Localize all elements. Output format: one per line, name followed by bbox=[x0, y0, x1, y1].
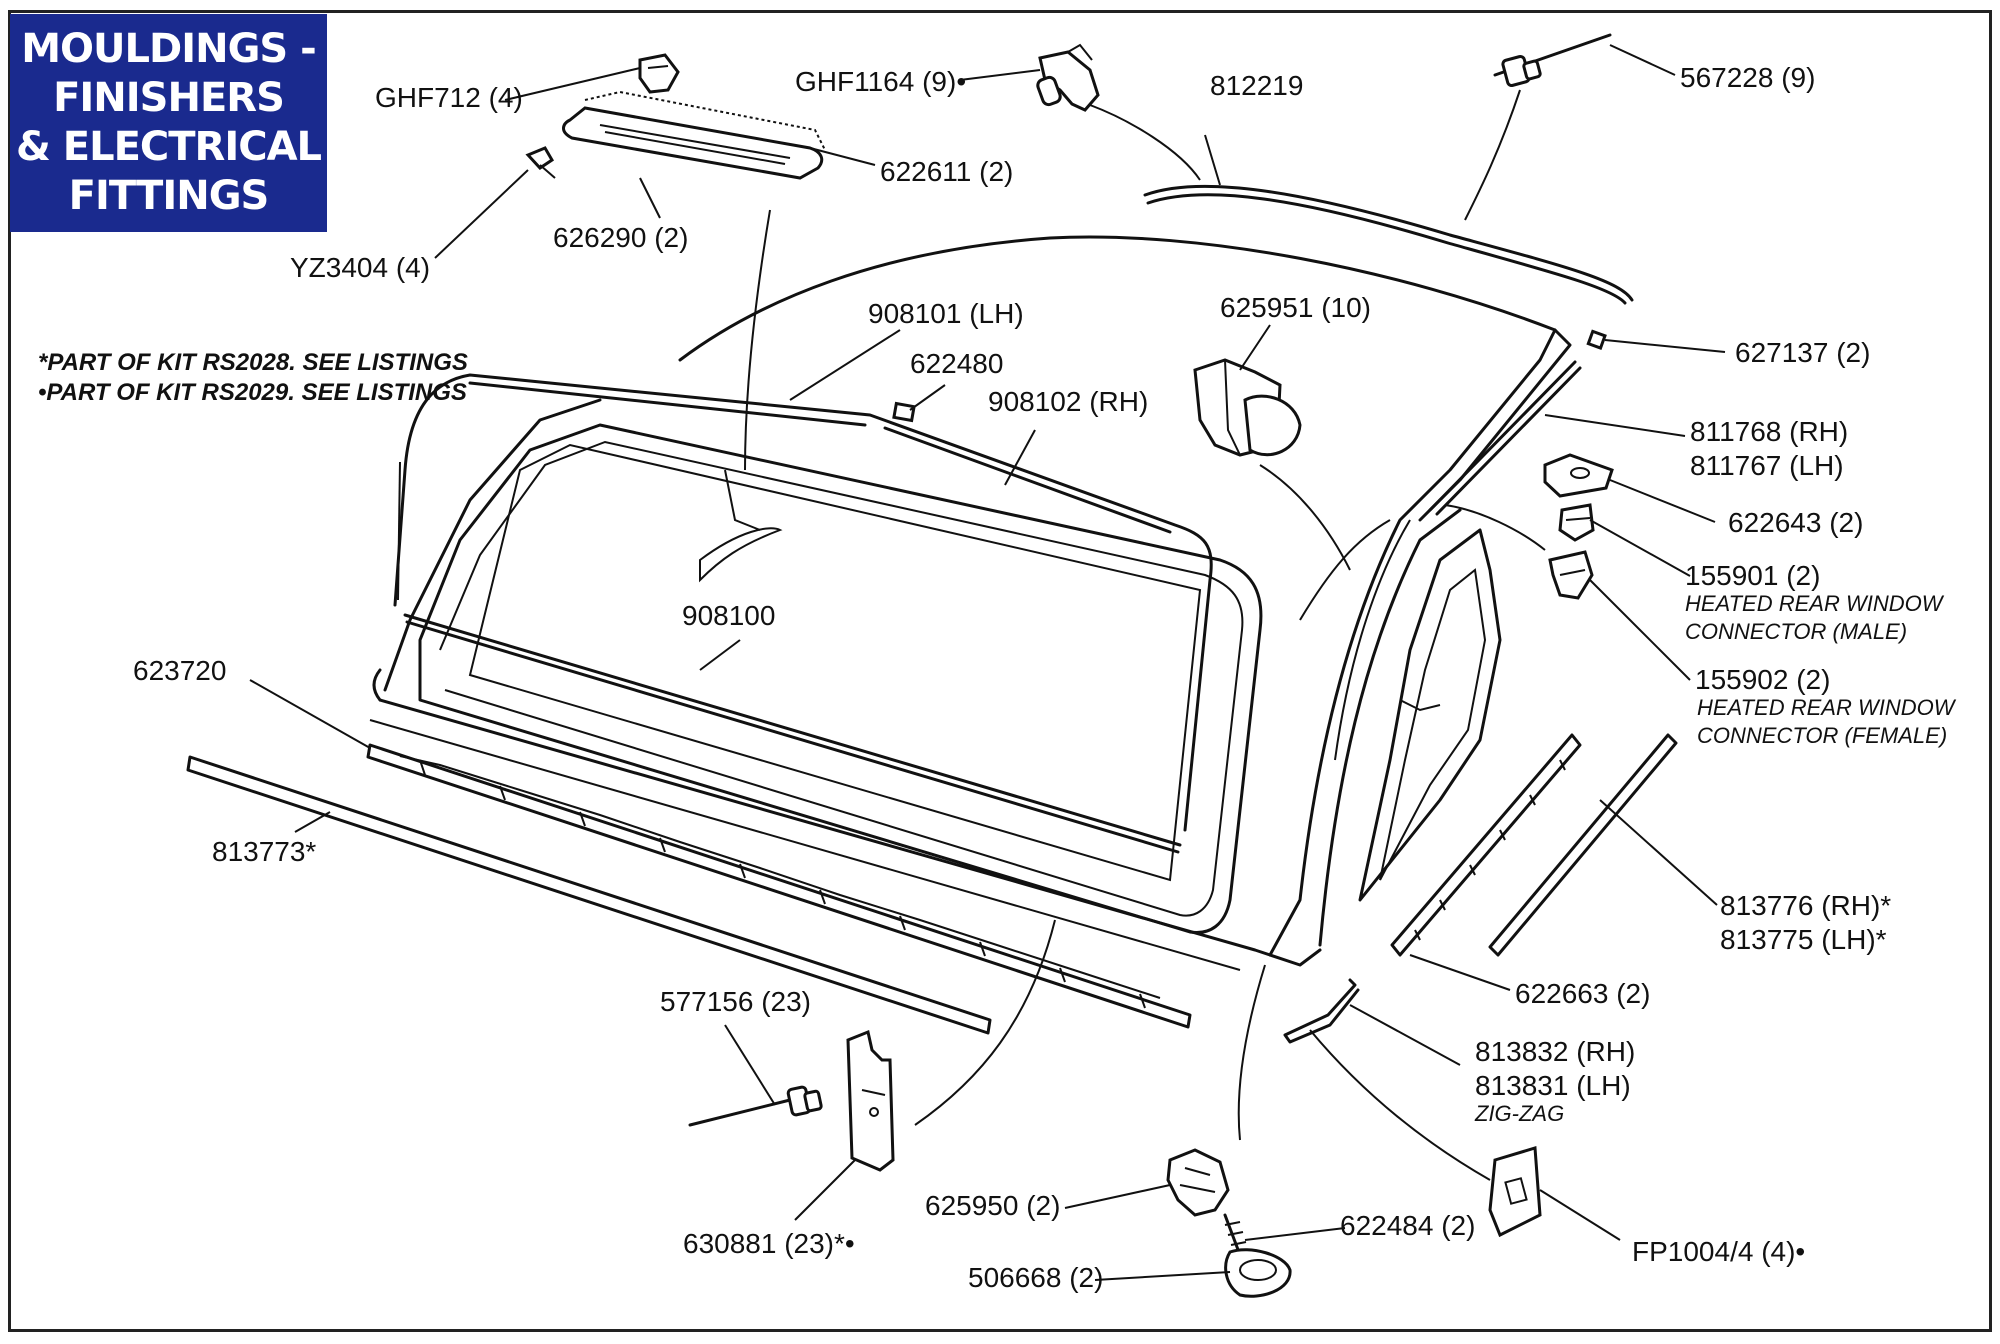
hardtop-body bbox=[369, 235, 1572, 971]
drip-moulding-811768 bbox=[1428, 360, 1582, 516]
screw-622484 bbox=[1223, 1213, 1247, 1257]
moulding-813776 bbox=[1488, 733, 1678, 957]
label-813831-desc: ZIG-ZAG bbox=[1475, 1101, 1565, 1126]
label-622480: 622480 bbox=[910, 348, 1004, 379]
zigzag-813832 bbox=[1283, 978, 1360, 1044]
label-622484: 622484 (2) bbox=[1340, 1210, 1476, 1241]
clip-625951 bbox=[1193, 358, 1302, 457]
label-630881: 630881 (23)*• bbox=[683, 1228, 855, 1259]
label-622663: 622663 (2) bbox=[1515, 978, 1651, 1009]
joiner-622480 bbox=[892, 401, 916, 423]
screw-yz3404 bbox=[525, 146, 556, 179]
note-rs2028: *PART OF KIT RS2028. SEE LISTINGS bbox=[38, 349, 468, 376]
clip-625950 bbox=[1166, 1148, 1230, 1217]
kit-notes: *PART OF KIT RS2028. SEE LISTINGS •PART … bbox=[38, 348, 468, 408]
title-line-1: MOULDINGS - bbox=[21, 26, 317, 72]
bracket-630881 bbox=[846, 1029, 895, 1172]
label-155901-desc-2: CONNECTOR (MALE) bbox=[1685, 619, 1908, 644]
label-625951: 625951 (10) bbox=[1220, 292, 1372, 323]
label-813831: 813831 (LH) bbox=[1475, 1070, 1631, 1101]
label-622643: 622643 (2) bbox=[1728, 507, 1864, 538]
label-506668: 506668 (2) bbox=[968, 1262, 1104, 1293]
label-811767: 811767 (LH) bbox=[1690, 450, 1844, 481]
label-577156: 577156 (23) bbox=[660, 986, 812, 1017]
note-rs2029: •PART OF KIT RS2029. SEE LISTINGS bbox=[38, 379, 467, 406]
label-155901: 155901 (2) bbox=[1685, 560, 1821, 591]
diagram-border bbox=[8, 10, 1992, 1332]
label-627137: 627137 (2) bbox=[1735, 337, 1871, 368]
moulding-813773 bbox=[186, 755, 992, 1035]
label-623720: 623720 bbox=[133, 655, 227, 686]
clip-627137 bbox=[1586, 329, 1607, 350]
title-line-2: FINISHERS bbox=[53, 75, 285, 121]
label-812219: 812219 bbox=[1210, 70, 1304, 101]
label-622611: 622611 (2) bbox=[880, 156, 1014, 187]
connector-plate-622643 bbox=[1543, 453, 1614, 498]
label-567228: 567228 (9) bbox=[1680, 62, 1816, 93]
label-908101: 908101 (LH) bbox=[868, 298, 1024, 329]
vent-grille-626290 bbox=[562, 90, 826, 180]
label-626290: 626290 (2) bbox=[553, 222, 689, 253]
label-155902-desc-2: CONNECTOR (FEMALE) bbox=[1697, 723, 1948, 748]
window-seal-908102-rh bbox=[883, 426, 1172, 534]
label-155902-desc-1: HEATED REAR WINDOW bbox=[1697, 695, 1955, 720]
label-ghf1164: GHF1164 (9)• bbox=[795, 66, 967, 97]
clip-ghf712 bbox=[638, 53, 680, 94]
window-seal-908100 bbox=[393, 373, 1213, 854]
side-finisher-622663 bbox=[1390, 733, 1582, 957]
title-line-3: & ELECTRICAL bbox=[15, 124, 322, 170]
clip-ghf1164 bbox=[1036, 43, 1100, 112]
label-155901-desc-1: HEATED REAR WINDOW bbox=[1685, 591, 1943, 616]
label-908100: 908100 bbox=[682, 600, 776, 631]
window-seal-908101-lh bbox=[468, 381, 867, 427]
finisher-strip-623720 bbox=[366, 743, 1192, 1029]
label-625950: 625950 (2) bbox=[925, 1190, 1061, 1221]
label-811768: 811768 (RH) bbox=[1690, 416, 1849, 447]
clip-fp1004 bbox=[1488, 1146, 1542, 1238]
label-fp1004: FP1004/4 (4)• bbox=[1632, 1236, 1806, 1267]
connector-155901-male bbox=[1558, 503, 1595, 542]
roof-moulding-812219 bbox=[1143, 184, 1634, 305]
label-155902: 155902 (2) bbox=[1695, 664, 1831, 695]
label-813773: 813773* bbox=[212, 836, 317, 867]
connector-155902-female bbox=[1548, 550, 1594, 600]
label-908102: 908102 (RH) bbox=[988, 386, 1149, 417]
rivet-567228 bbox=[1493, 33, 1612, 88]
grommet-506668 bbox=[1224, 1248, 1292, 1298]
label-ghf712: GHF712 (4) bbox=[375, 82, 523, 113]
title-box: MOULDINGS - FINISHERS & ELECTRICAL FITTI… bbox=[10, 14, 327, 232]
label-813776: 813776 (RH)* bbox=[1720, 890, 1892, 921]
rivet-577156 bbox=[688, 1085, 823, 1127]
label-813775: 813775 (LH)* bbox=[1720, 924, 1887, 955]
label-813832: 813832 (RH) bbox=[1475, 1036, 1636, 1067]
title-line-4: FITTINGS bbox=[68, 173, 270, 219]
label-yz3404: YZ3404 (4) bbox=[290, 252, 431, 283]
leader-lines bbox=[249, 44, 1726, 1281]
